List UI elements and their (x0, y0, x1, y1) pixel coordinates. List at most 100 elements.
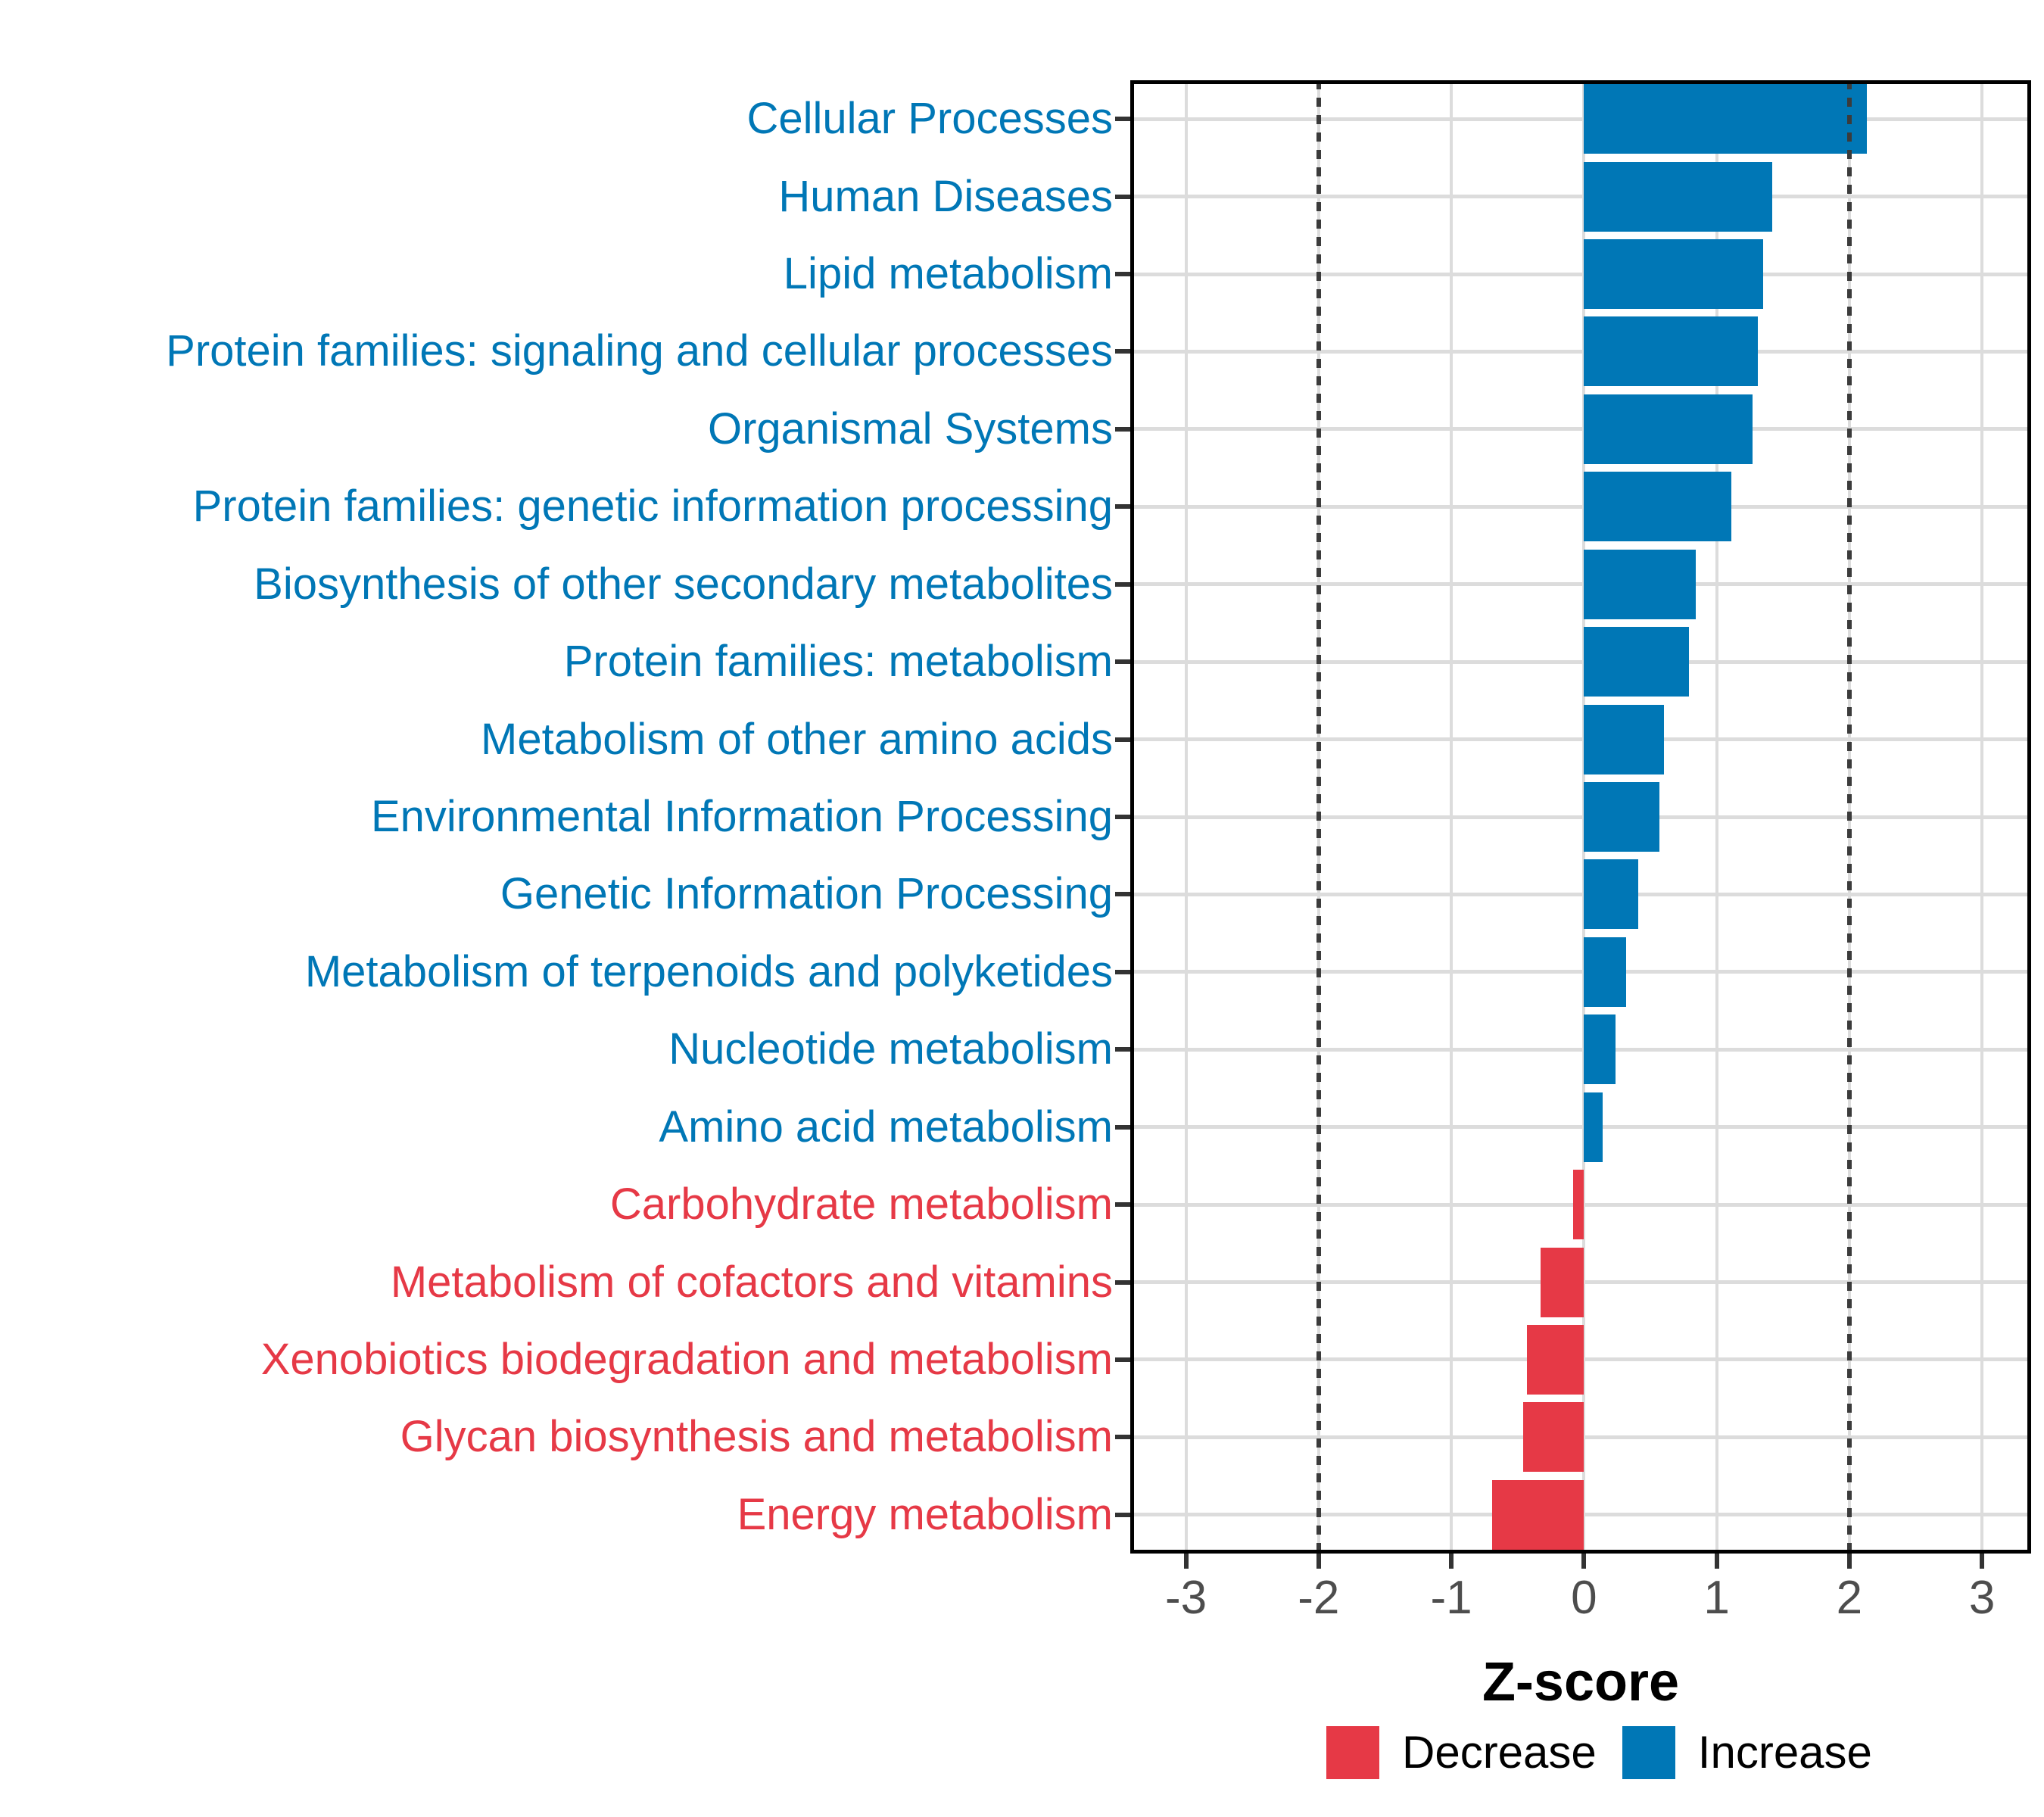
legend-swatch-increase (1622, 1726, 1675, 1779)
category-label: Glycan biosynthesis and metabolism (400, 1412, 1113, 1462)
bar-decrease (1527, 1324, 1584, 1395)
y-axis-tick (1115, 1357, 1130, 1362)
bar-increase (1584, 549, 1696, 619)
y-axis-tick (1115, 1047, 1130, 1052)
bar-increase (1584, 1014, 1616, 1085)
gridline-horizontal (1130, 349, 2031, 354)
gridline-horizontal (1130, 815, 2031, 819)
x-axis-tick (1980, 1554, 1985, 1569)
y-axis-tick (1115, 1512, 1130, 1517)
y-axis-tick (1115, 737, 1130, 742)
y-axis-tick (1115, 272, 1130, 277)
category-label: Carbohydrate metabolism (609, 1180, 1113, 1230)
bar-increase (1584, 394, 1753, 464)
category-label: Metabolism of terpenoids and polyketides (304, 946, 1113, 996)
bar-increase (1584, 859, 1639, 930)
legend: Decrease Increase (1326, 1726, 1872, 1779)
legend-item-increase: Increase (1622, 1726, 1872, 1779)
bar-decrease (1573, 1170, 1584, 1240)
y-axis-tick (1115, 1202, 1130, 1208)
reference-line (1316, 80, 1321, 1554)
gridline-horizontal (1130, 195, 2031, 199)
bar-increase (1584, 627, 1689, 697)
bar-decrease (1540, 1247, 1584, 1317)
gridline-horizontal (1130, 659, 2031, 664)
gridline-vertical (1184, 80, 1188, 1554)
legend-label-decrease: Decrease (1402, 1727, 1597, 1778)
x-axis-tick-label: 0 (1571, 1572, 1597, 1624)
gridline-vertical (1980, 80, 1984, 1554)
bar-increase (1584, 937, 1627, 1007)
x-axis-tick (1183, 1554, 1189, 1569)
gridline-horizontal (1130, 117, 2031, 121)
x-axis-tick (1449, 1554, 1454, 1569)
bar-decrease (1492, 1479, 1584, 1550)
plot-panel (1130, 80, 2031, 1554)
legend-swatch-decrease (1326, 1726, 1379, 1779)
x-axis-tick (1714, 1554, 1719, 1569)
bar-increase (1584, 239, 1763, 310)
reference-line (1846, 80, 1852, 1554)
bar-increase (1584, 1092, 1603, 1162)
category-label: Human Diseases (778, 171, 1113, 221)
x-axis-tick (1846, 1554, 1852, 1569)
category-label: Energy metabolism (737, 1489, 1113, 1539)
category-label: Metabolism of other amino acids (481, 714, 1113, 764)
bar-increase (1584, 316, 1758, 387)
y-axis-tick (1115, 194, 1130, 199)
legend-label-increase: Increase (1697, 1727, 1872, 1778)
gridline-horizontal (1130, 582, 2031, 587)
x-axis-tick-label: -1 (1430, 1572, 1472, 1624)
x-axis-tick (1316, 1554, 1321, 1569)
bar-increase (1584, 84, 1867, 154)
category-label: Organismal Systems (707, 404, 1113, 453)
category-label: Metabolism of cofactors and vitamins (390, 1257, 1113, 1307)
bar-increase (1584, 782, 1660, 852)
y-axis-tick (1115, 815, 1130, 819)
category-label: Amino acid metabolism (659, 1102, 1113, 1152)
gridline-horizontal (1130, 272, 2031, 276)
gridline-horizontal (1130, 970, 2031, 974)
x-axis-tick-label: 1 (1703, 1572, 1730, 1624)
y-axis-tick (1115, 1435, 1130, 1440)
category-label: Lipid metabolism (783, 249, 1113, 299)
category-label: Genetic Information Processing (500, 869, 1113, 919)
category-label: Protein families: metabolism (563, 637, 1113, 687)
y-axis-tick (1115, 659, 1130, 665)
y-axis-tick (1115, 349, 1130, 354)
x-axis-tick (1581, 1554, 1587, 1569)
gridline-vertical (1450, 80, 1454, 1554)
category-label: Protein families: genetic information pr… (192, 482, 1113, 531)
category-label: Environmental Information Processing (370, 792, 1113, 841)
gridline-horizontal (1130, 427, 2031, 432)
y-axis-tick (1115, 969, 1130, 974)
category-label: Nucleotide metabolism (668, 1024, 1113, 1074)
category-label: Biosynthesis of other secondary metaboli… (254, 559, 1113, 609)
bar-increase (1584, 161, 1773, 232)
category-label: Xenobiotics biodegradation and metabolis… (260, 1334, 1113, 1384)
gridline-vertical (1715, 80, 1718, 1554)
y-axis-tick (1115, 1279, 1130, 1285)
x-axis-tick-label: -2 (1298, 1572, 1340, 1624)
gridline-horizontal (1130, 892, 2031, 896)
gridline-horizontal (1130, 1125, 2031, 1130)
y-axis-tick (1115, 426, 1130, 432)
bar-increase (1584, 704, 1664, 774)
y-axis-tick (1115, 581, 1130, 587)
bar-increase (1584, 472, 1731, 542)
y-axis-tick (1115, 117, 1130, 122)
x-axis-title: Z-score (1482, 1652, 1680, 1713)
bar-decrease (1522, 1402, 1584, 1473)
gridline-horizontal (1130, 737, 2031, 742)
y-axis-tick (1115, 892, 1130, 897)
x-axis-tick-label: -3 (1165, 1572, 1207, 1624)
y-axis-tick (1115, 504, 1130, 510)
gridline-horizontal (1130, 1047, 2031, 1052)
y-axis-tick (1115, 1124, 1130, 1130)
category-label: Cellular Processes (746, 94, 1113, 144)
category-label: Protein families: signaling and cellular… (166, 326, 1113, 376)
gridline-horizontal (1130, 504, 2031, 509)
x-axis-tick-label: 2 (1836, 1572, 1863, 1624)
x-axis-tick-label: 3 (1968, 1572, 1996, 1624)
